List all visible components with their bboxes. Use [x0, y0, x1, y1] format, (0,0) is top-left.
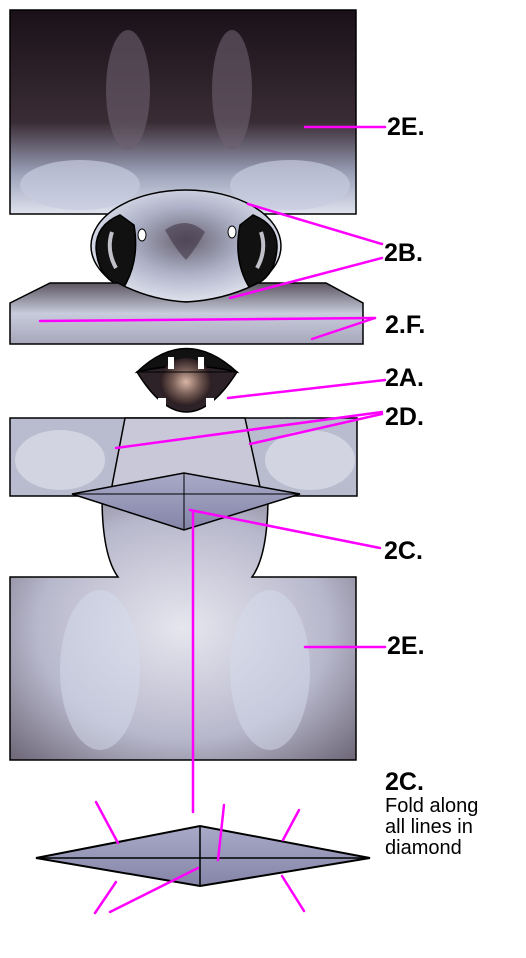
label-2c-note-title: 2C. — [385, 770, 424, 795]
label-2c-mid: 2C. — [384, 539, 423, 564]
fold-tick-3 — [283, 810, 299, 840]
fold-tick-1 — [96, 802, 118, 843]
label-2b: 2B. — [384, 241, 423, 266]
label-2e-bottom: 2E. — [387, 634, 425, 659]
label-2f: 2.F. — [385, 313, 425, 338]
label-2a: 2A. — [385, 366, 424, 391]
panel-2e-bottom — [10, 496, 356, 760]
label-2e-top: 2E. — [387, 115, 425, 140]
label-2c-note-text: Fold along all lines in diamond — [385, 796, 478, 859]
panel-2e-top — [10, 10, 356, 214]
fold-tick-6 — [282, 876, 304, 911]
leader-2a — [228, 380, 385, 398]
panel-2a-mouth — [137, 349, 237, 413]
fold-tick-4 — [95, 882, 116, 913]
diamond-2c-detail — [36, 826, 370, 886]
label-2d: 2D. — [385, 405, 424, 430]
